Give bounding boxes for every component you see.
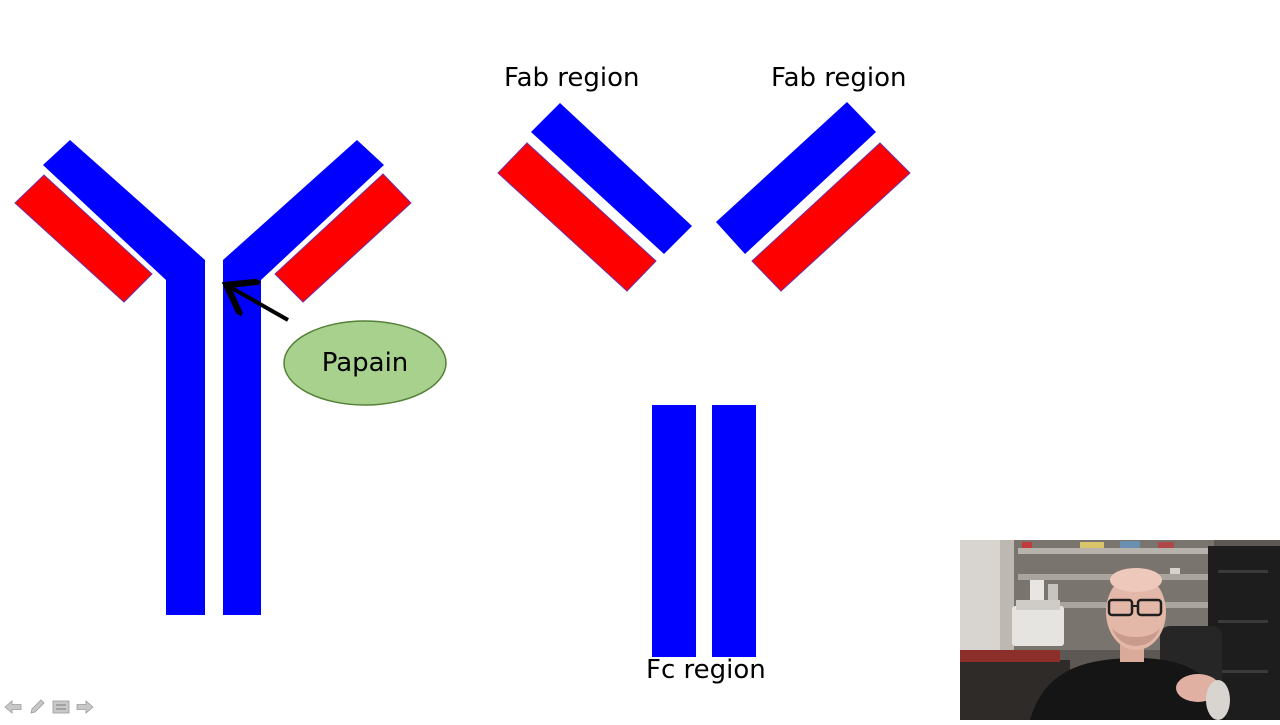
next-slide-icon [76,700,94,714]
fc-heavy-chain-left [652,405,696,657]
previous-slide-button[interactable] [2,697,24,717]
fc-fragment [652,405,756,657]
slide-menu-button[interactable] [50,697,72,717]
next-slide-button[interactable] [74,697,96,717]
presenter-video-icon [960,540,1280,720]
light-chain-right [274,173,412,303]
heavy-chain-right [223,140,384,615]
fab-region-label-left: Fab region [504,63,640,93]
fab-right-heavy-chain [716,102,876,254]
cleavage-arrow [230,287,289,322]
pen-icon [30,699,45,714]
pen-tool-button[interactable] [26,697,48,717]
slideshow-toolbar [2,697,96,717]
papain-label: Papain [321,348,409,378]
fab-left-heavy-chain [531,103,692,254]
fc-region-label: Fc region [646,655,766,685]
previous-slide-icon [4,700,22,714]
fc-heavy-chain-right [712,405,756,657]
presenter-webcam-overlay [960,540,1280,720]
papain-enzyme [283,320,447,406]
slide-menu-icon [52,700,70,714]
light-chain-left [14,174,153,303]
fab-left-light-chain [497,142,657,292]
fab-fragments [497,102,911,292]
intact-antibody [14,140,447,615]
heavy-chain-left [43,140,205,615]
fab-right-light-chain [751,142,911,292]
fab-region-label-right: Fab region [771,63,907,93]
